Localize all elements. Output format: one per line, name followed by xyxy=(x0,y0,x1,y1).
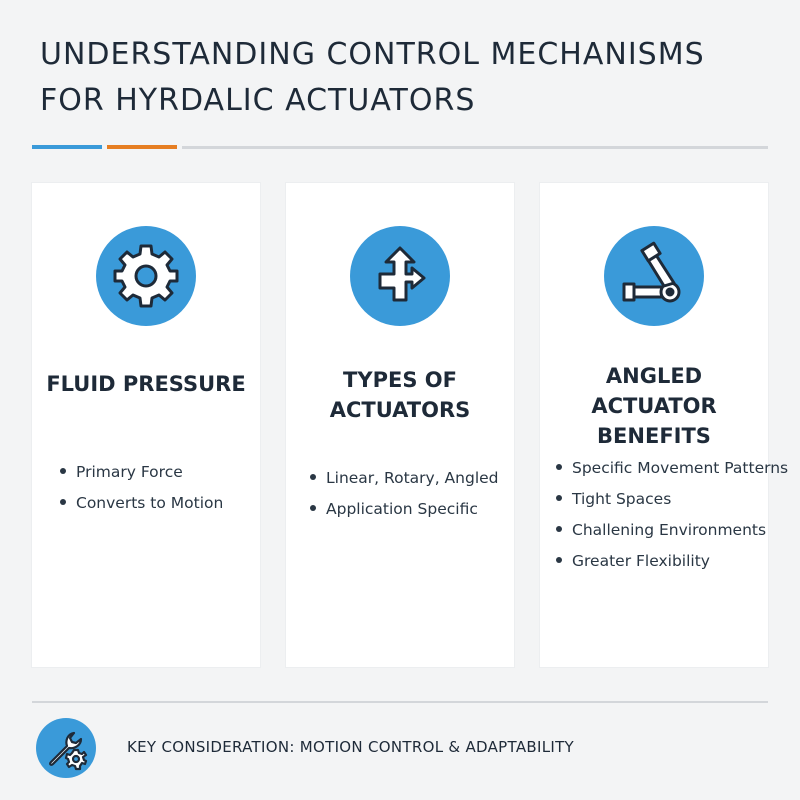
card-types-of-actuators: TYPES OF ACTUATORS Linear, Rotary, Angle… xyxy=(286,183,514,667)
accent-rule-blue xyxy=(32,145,102,149)
list-item: Converts to Motion xyxy=(60,488,223,519)
directional-arrows-icon xyxy=(378,246,426,302)
title-line-2: FOR HYRDALIC ACTUATORS xyxy=(40,83,476,118)
card-angled-actuator-benefits: ANGLED ACTUATOR BENEFITS Specific Moveme… xyxy=(540,183,788,667)
card-title: FLUID PRESSURE xyxy=(32,369,260,399)
list-item: Greater Flexibility xyxy=(556,546,788,577)
divider-rule xyxy=(182,146,768,149)
card-title-line: FLUID PRESSURE xyxy=(46,372,246,396)
list-item: Specific Movement Patterns xyxy=(556,453,788,484)
key-consideration-text: KEY CONSIDERATION: MOTION CONTROL & ADAP… xyxy=(127,738,575,756)
card-title-line: BENEFITS xyxy=(597,424,711,448)
bullet-list: Specific Movement Patterns Tight Spaces … xyxy=(556,453,788,577)
list-item: Primary Force xyxy=(60,457,223,488)
card-icon-circle xyxy=(96,226,196,326)
footer-icon-circle xyxy=(36,718,96,778)
card-icon-circle xyxy=(350,226,450,326)
title-line-1: UNDERSTANDING CONTROL MECHANISMS xyxy=(40,37,705,72)
gear-icon xyxy=(113,244,179,308)
bullet-list: Linear, Rotary, Angled Application Speci… xyxy=(310,463,499,525)
accent-rule-orange xyxy=(107,145,177,149)
angled-actuator-icon xyxy=(622,241,681,303)
list-item: Tight Spaces xyxy=(556,484,788,515)
card-fluid-pressure: FLUID PRESSURE Primary Force Converts to… xyxy=(32,183,260,667)
card-icon-circle xyxy=(604,226,704,326)
bullet-list: Primary Force Converts to Motion xyxy=(60,457,223,519)
card-title: TYPES OF ACTUATORS xyxy=(286,365,514,425)
list-item: Linear, Rotary, Angled xyxy=(310,463,499,494)
page-title: UNDERSTANDING CONTROL MECHANISMS FOR HYR… xyxy=(40,32,705,124)
card-title-line: TYPES OF xyxy=(343,368,457,392)
card-title-line: ANGLED ACTUATOR xyxy=(591,364,717,418)
list-item: Application Specific xyxy=(310,494,499,525)
footer-divider xyxy=(32,701,768,703)
card-title-line: ACTUATORS xyxy=(329,398,471,422)
card-title: ANGLED ACTUATOR BENEFITS xyxy=(540,361,768,451)
list-item: Challening Environments xyxy=(556,515,788,546)
wrench-gear-icon xyxy=(49,731,88,771)
